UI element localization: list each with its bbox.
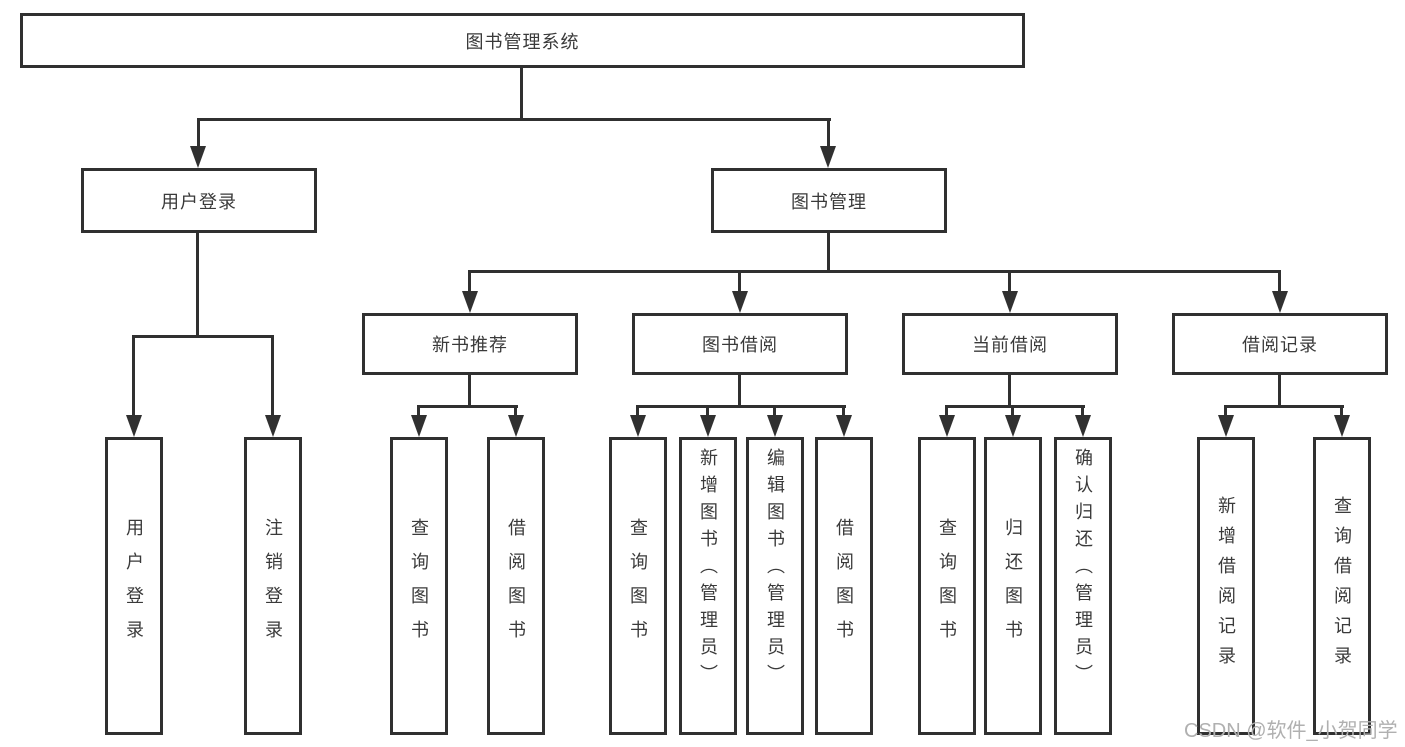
arrow-down-icon (820, 146, 836, 168)
arrow-down-icon (462, 291, 478, 313)
leaf-bb-edit-books-admin-label: 编辑图书（管理员） (765, 448, 785, 691)
leaf-cb-return-books: 归还图书 (984, 437, 1042, 735)
connector-stem-leaf (1224, 406, 1227, 417)
leaf-bb-query-books-label: 查询图书 (628, 518, 648, 654)
connector-book-borrow-span (636, 405, 846, 408)
arrow-down-icon (1075, 415, 1091, 437)
arrow-down-icon (126, 415, 142, 437)
leaf-cb-query-books-label: 查询图书 (937, 518, 957, 654)
leaf-bb-add-books-admin-label: 新增图书（管理员） (698, 448, 718, 691)
node-borrow-records: 借阅记录 (1172, 313, 1388, 375)
connector-borrow-record-span (1224, 405, 1344, 408)
arrow-down-icon (190, 146, 206, 168)
leaf-cb-confirm-return-admin: 确认归还（管理员） (1054, 437, 1112, 735)
node-current-borrow-label: 当前借阅 (972, 335, 1048, 355)
connector-stem-leaf (842, 406, 845, 417)
leaf-user-login-label: 用户登录 (124, 518, 144, 654)
leaf-logout-login: 注销登录 (244, 437, 302, 735)
arrow-down-icon (1002, 291, 1018, 313)
leaf-cb-confirm-return-admin-label: 确认归还（管理员） (1073, 448, 1093, 691)
connector-stem-leaf (417, 406, 420, 417)
leaf-logout-login-label: 注销登录 (263, 518, 283, 654)
arrow-down-icon (836, 415, 852, 437)
node-user-login: 用户登录 (81, 168, 317, 233)
connector-root-span (197, 118, 831, 121)
node-root: 图书管理系统 (20, 13, 1025, 68)
leaf-br-add-borrow-record: 新增借阅记录 (1197, 437, 1255, 735)
leaf-user-login: 用户登录 (105, 437, 163, 735)
connector-book-management-down (827, 233, 830, 270)
connector-stem-level3 (738, 273, 741, 293)
leaf-bb-add-books-admin: 新增图书（管理员） (679, 437, 737, 735)
node-book-borrow: 图书借阅 (632, 313, 848, 375)
connector-stem-level3 (1278, 273, 1281, 293)
connector-stem-leaf (1081, 406, 1084, 417)
connector-stem-book-management (827, 121, 830, 148)
arrow-down-icon (700, 415, 716, 437)
arrow-down-icon (939, 415, 955, 437)
arrow-down-icon (1005, 415, 1021, 437)
leaf-br-query-borrow-record: 查询借阅记录 (1313, 437, 1371, 735)
connector-root-down (520, 68, 523, 118)
connector-stem-leaf (945, 406, 948, 417)
arrow-down-icon (1272, 291, 1288, 313)
connector-stem-level3 (468, 273, 471, 293)
node-book-borrow-label: 图书借阅 (702, 335, 778, 355)
connector-stem-leaf (706, 406, 709, 417)
arrow-down-icon (767, 415, 783, 437)
leaf-nbr-query-books-label: 查询图书 (409, 518, 429, 654)
connector-stem-leaf (1340, 406, 1343, 417)
connector-current-borrow-span (945, 405, 1085, 408)
leaf-nbr-borrow-books: 借阅图书 (487, 437, 545, 735)
leaf-bb-edit-books-admin: 编辑图书（管理员） (746, 437, 804, 735)
connector-borrow-record-down (1278, 375, 1281, 405)
node-book-management-label: 图书管理 (791, 191, 867, 212)
connector-stem-leaf (514, 406, 517, 417)
connector-new-book-down (468, 375, 471, 405)
leaf-cb-query-books: 查询图书 (918, 437, 976, 735)
leaf-br-query-borrow-record-label: 查询借阅记录 (1332, 496, 1352, 676)
arrow-down-icon (1334, 415, 1350, 437)
leaf-bb-query-books: 查询图书 (609, 437, 667, 735)
leaf-bb-borrow-books-label: 借阅图书 (834, 518, 854, 654)
connector-new-book-span (417, 405, 518, 408)
arrow-down-icon (1218, 415, 1234, 437)
leaf-bb-borrow-books: 借阅图书 (815, 437, 873, 735)
connector-stem-leaf (636, 406, 639, 417)
csdn-watermark: CSDN @软件_小贺同学 (1184, 720, 1398, 742)
connector-stem-leaf (271, 338, 274, 417)
connector-user-login-span (132, 335, 274, 338)
node-new-book-recommend-label: 新书推荐 (432, 335, 508, 355)
arrow-down-icon (732, 291, 748, 313)
node-user-login-label: 用户登录 (161, 191, 237, 212)
leaf-nbr-query-books: 查询图书 (390, 437, 448, 735)
leaf-nbr-borrow-books-label: 借阅图书 (506, 518, 526, 654)
arrow-down-icon (508, 415, 524, 437)
arrow-down-icon (265, 415, 281, 437)
connector-stem-leaf (132, 338, 135, 417)
connector-user-login-down (196, 233, 199, 335)
arrow-down-icon (630, 415, 646, 437)
node-borrow-records-label: 借阅记录 (1242, 335, 1318, 355)
node-root-label: 图书管理系统 (465, 31, 580, 52)
connector-book-management-span (468, 270, 1281, 273)
connector-current-borrow-down (1008, 375, 1011, 405)
connector-stem-leaf (773, 406, 776, 417)
arrow-down-icon (411, 415, 427, 437)
leaf-br-add-borrow-record-label: 新增借阅记录 (1216, 496, 1236, 676)
leaf-cb-return-books-label: 归还图书 (1003, 518, 1023, 654)
connector-stem-level3 (1008, 273, 1011, 293)
node-book-management: 图书管理 (711, 168, 947, 233)
connector-stem-user-login (197, 121, 200, 148)
node-new-book-recommend: 新书推荐 (362, 313, 578, 375)
node-current-borrow: 当前借阅 (902, 313, 1118, 375)
connector-book-borrow-down (738, 375, 741, 405)
connector-stem-leaf (1011, 406, 1014, 417)
